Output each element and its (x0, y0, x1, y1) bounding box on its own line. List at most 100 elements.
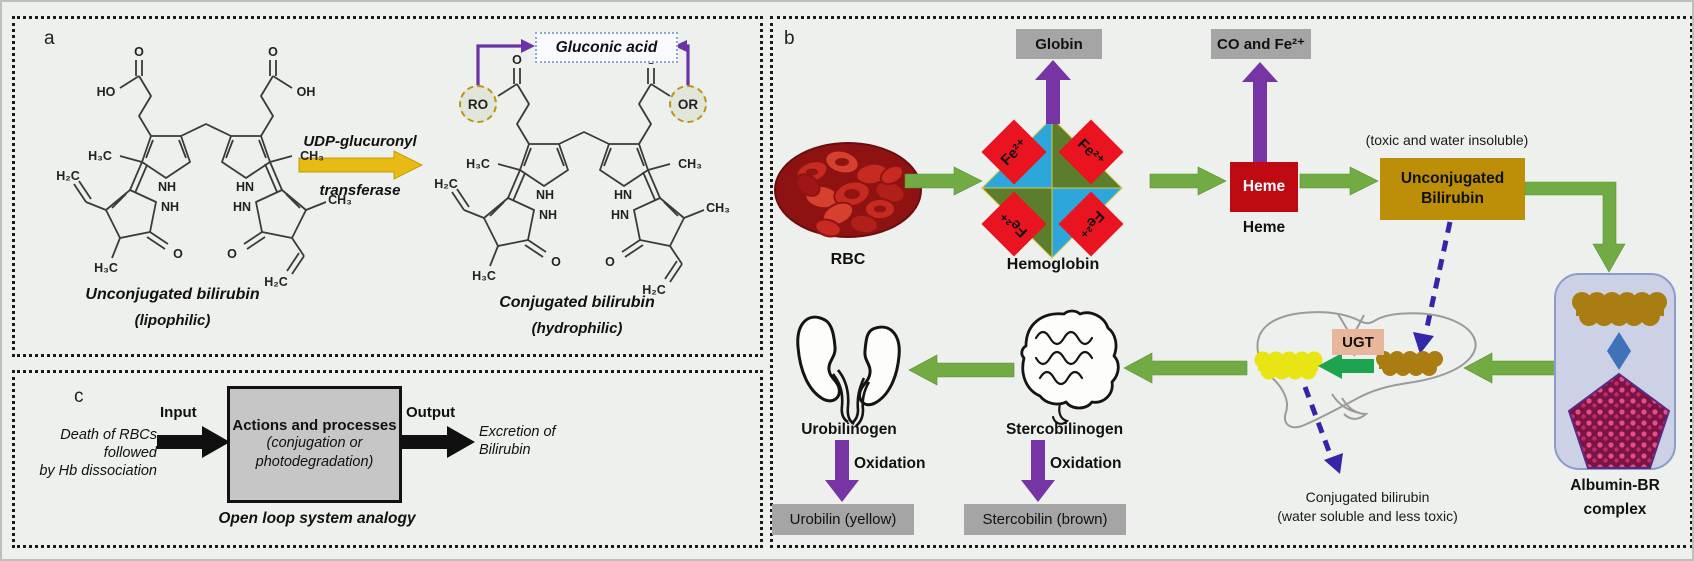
unconj-line2: Bilirubin (1421, 190, 1484, 207)
co-fe-label: CO and Fe²⁺ (1217, 36, 1305, 53)
atom-label: O (512, 53, 522, 67)
input-source-text: Death of RBCs followed by Hb dissociatio… (17, 426, 157, 480)
albumin-line1: Albumin-BR (1570, 477, 1660, 494)
atom-label: O (227, 247, 237, 261)
atom-label: RO (459, 85, 497, 123)
rbc-label-text: RBC (830, 251, 866, 268)
urobilin-box: Urobilin (yellow) (772, 504, 914, 535)
atom-label: HN (610, 208, 630, 222)
panel-a-border (12, 16, 763, 357)
atom-label: H₂C (434, 177, 458, 191)
panel-a-label: a (44, 28, 55, 49)
atom-label: HN (235, 180, 255, 194)
atom-label: O (551, 255, 561, 269)
stercobilinogen-label: Stercobilinogen (997, 420, 1132, 439)
open-loop-caption-text: Open loop system analogy (218, 510, 416, 527)
output-result-text: Excretion of Bilirubin (479, 423, 589, 459)
process-line3: photodegradation) (255, 454, 374, 470)
atom-label: OR (669, 85, 707, 123)
hemoglobin-label: Hemoglobin (998, 255, 1108, 274)
atom-label: H₂C (56, 169, 80, 183)
unconjugated-subtitle: (lipophilic) (134, 312, 211, 329)
stercobilin-box: Stercobilin (brown) (964, 504, 1126, 535)
conjugated-note: Conjugated bilirubin (water soluble and … (1260, 488, 1475, 526)
atom-label: H₂C (642, 283, 666, 297)
atom-label: CH₃ (706, 201, 730, 215)
atom-label: O (173, 247, 183, 261)
atom-label: O (134, 45, 144, 59)
open-loop-caption: Open loop system analogy (197, 506, 437, 532)
enzyme-label2: transferase (290, 178, 430, 204)
unconjugated-title: Unconjugated bilirubin (lipophilic) (80, 282, 265, 334)
atom-label: H₃C (466, 157, 490, 171)
skeletal-formula (451, 68, 705, 283)
albumin-br-label: Albumin-BR complex (1555, 474, 1675, 522)
output-label-text: Output (406, 404, 456, 421)
atom-label: NH (538, 208, 558, 222)
toxic-note-text: (toxic and water insoluble) (1365, 132, 1529, 148)
process-line1: Actions and processes (232, 417, 397, 434)
urobilinogen-text: Urobilinogen (801, 421, 897, 438)
conj-note-line1: Conjugated bilirubin (1305, 489, 1430, 505)
oxidation-left-label: Oxidation (854, 454, 939, 473)
conjugated-title: Conjugated bilirubin (hydrophilic) (482, 290, 672, 342)
skeletal-formula (73, 60, 327, 275)
stercobilinogen-text: Stercobilinogen (1005, 421, 1124, 438)
co-fe-box: CO and Fe²⁺ (1211, 29, 1311, 59)
heme-box: Heme (1230, 162, 1298, 212)
input-source-line1: Death of RBCs followed (60, 427, 157, 461)
input-label-text: Input (160, 404, 197, 421)
enzyme-label: UDP-glucuronyl (290, 133, 430, 151)
atom-label: NH (535, 188, 555, 202)
output-label: Output (406, 404, 455, 421)
atom-label: HN (613, 188, 633, 202)
unconjugated-bilirubin-box: Unconjugated Bilirubin (1380, 158, 1525, 220)
panel-b-label: b (784, 28, 795, 49)
toxic-note: (toxic and water insoluble) (1342, 131, 1552, 150)
atom-label: CH₃ (678, 157, 702, 171)
conjugated-title-line: Conjugated bilirubin (499, 294, 655, 311)
atom-label: CH₃ (300, 149, 324, 163)
albumin-line2: complex (1583, 501, 1647, 518)
panel-c-label: c (74, 386, 84, 407)
output-result-line1: Excretion of (479, 424, 556, 440)
oxidation-right-label: Oxidation (1050, 454, 1135, 473)
conj-note-line2: (water soluble and less toxic) (1277, 508, 1458, 524)
panel-b-border (770, 16, 1692, 548)
unconjugated-bilirubin-structure: HO O O OH H₃C CH₃ NH HN NH HN O O H₂C H₃C CH₃ H₂C (54, 44, 354, 294)
conjugated-subtitle: (hydrophilic) (531, 320, 623, 337)
urobilin-text: Urobilin (yellow) (789, 511, 897, 528)
atom-label: H₃C (94, 261, 118, 275)
heme-label-text: Heme (1242, 219, 1286, 236)
unconjugated-title-line: Unconjugated bilirubin (85, 286, 260, 303)
urobilinogen-label: Urobilinogen (790, 420, 908, 439)
process-line2: (conjugation or (266, 435, 363, 451)
globin-box: Globin (1016, 29, 1102, 59)
gluconic-acid-box: Gluconic acid (535, 32, 678, 63)
unconj-line1: Unconjugated (1400, 170, 1505, 187)
globin-label: Globin (1035, 35, 1083, 53)
atom-label: H₃C (88, 149, 112, 163)
atom-label: HO (96, 85, 116, 99)
stercobilin-text: Stercobilin (brown) (982, 511, 1108, 528)
oxidation-right-text: Oxidation (1050, 455, 1122, 472)
atom-label: CH₃ (328, 193, 352, 207)
output-result-line2: Bilirubin (479, 442, 531, 458)
atom-label: H₂C (264, 275, 288, 289)
input-label: Input (160, 404, 197, 421)
oxidation-left-text: Oxidation (854, 455, 926, 472)
atom-label: OH (296, 85, 316, 99)
atom-label: HN (232, 200, 252, 214)
rbc-label: RBC (820, 250, 876, 269)
atom-label: O (268, 45, 278, 59)
panel-c-border (12, 370, 763, 548)
atom-label: O (605, 255, 615, 269)
heme-label: Heme (1230, 218, 1298, 237)
atom-label: NH (160, 200, 180, 214)
gluconic-acid-label: Gluconic acid (555, 38, 658, 56)
ugt-box: UGT (1332, 329, 1384, 355)
heme-box-text: Heme (1242, 178, 1286, 195)
atom-label: NH (157, 180, 177, 194)
process-box: Actions and processes (conjugation or ph… (227, 386, 402, 503)
